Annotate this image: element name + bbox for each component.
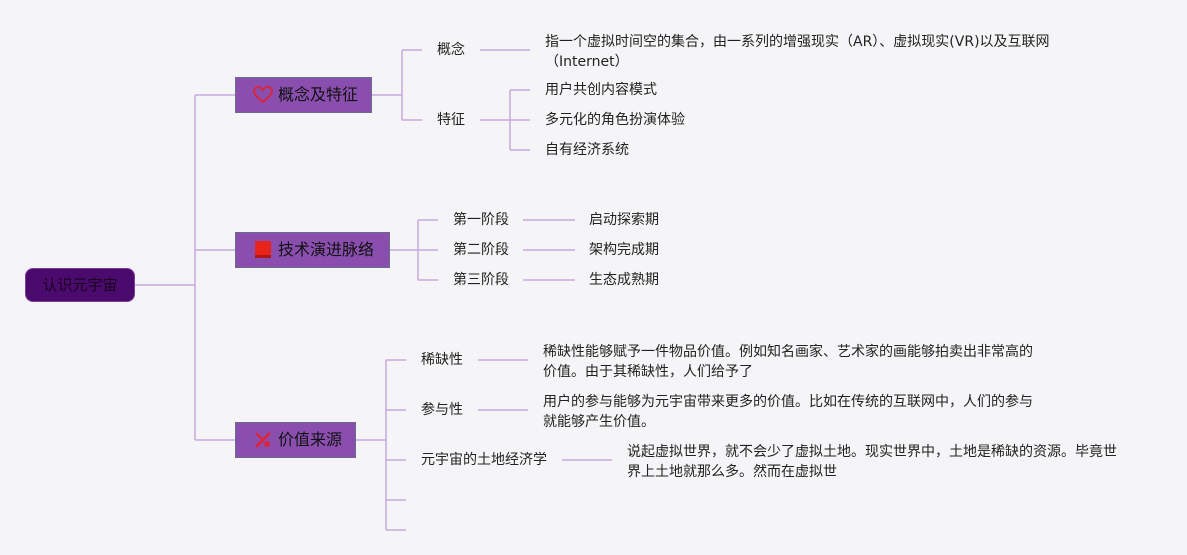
node-label[interactable]: 第三阶段 [453, 272, 509, 288]
branch-node-concept[interactable]: 概念及特征 [235, 77, 372, 113]
node-detail: 稀缺性能够赋予一件物品价值。例如知名画家、艺术家的画能够拍卖出非常高的价值。由于… [543, 344, 1033, 380]
node-detail: 说起虚拟世界，就不会少了虚拟土地。现实世界中，土地是稀缺的资源。毕竟世界上土地就… [627, 444, 1117, 480]
node-detail: 生态成熟期 [589, 272, 659, 288]
node-detail: 架构完成期 [589, 242, 659, 258]
branch-label: 概念及特征 [278, 85, 359, 104]
node-detail: 用户的参与能够为元宇宙带来更多的价值。比如在传统的互联网中，人们的参与就能够产生… [543, 394, 1033, 430]
node-label[interactable]: 特征 [437, 112, 465, 128]
node-label[interactable]: 元宇宙的土地经济学 [421, 452, 547, 468]
node-detail: 多元化的角色扮演体验 [545, 112, 685, 128]
node-label[interactable]: 参与性 [421, 402, 463, 418]
branch-label: 技术演进脉络 [278, 240, 375, 259]
branch-label: 价值来源 [278, 430, 343, 449]
red-flag-icon [252, 240, 274, 260]
tools-icon [252, 430, 274, 450]
branch-node-value[interactable]: 价值来源 [235, 422, 356, 458]
node-label[interactable]: 第二阶段 [453, 242, 509, 258]
node-label[interactable]: 第一阶段 [453, 212, 509, 228]
node-detail: 自有经济系统 [545, 142, 629, 158]
node-label[interactable]: 概念 [437, 42, 465, 58]
node-detail: 指一个虚拟时间空的集合，由一系列的增强现实（AR）、虚拟现实(VR)以及互联网（… [545, 34, 1050, 70]
node-label[interactable]: 稀缺性 [421, 352, 463, 368]
branch-node-tech[interactable]: 技术演进脉络 [235, 232, 390, 268]
node-detail: 用户共创内容模式 [545, 82, 657, 98]
root-node[interactable]: 认识元宇宙 [25, 268, 135, 302]
node-detail: 启动探索期 [589, 212, 659, 228]
heart-icon [252, 85, 274, 105]
